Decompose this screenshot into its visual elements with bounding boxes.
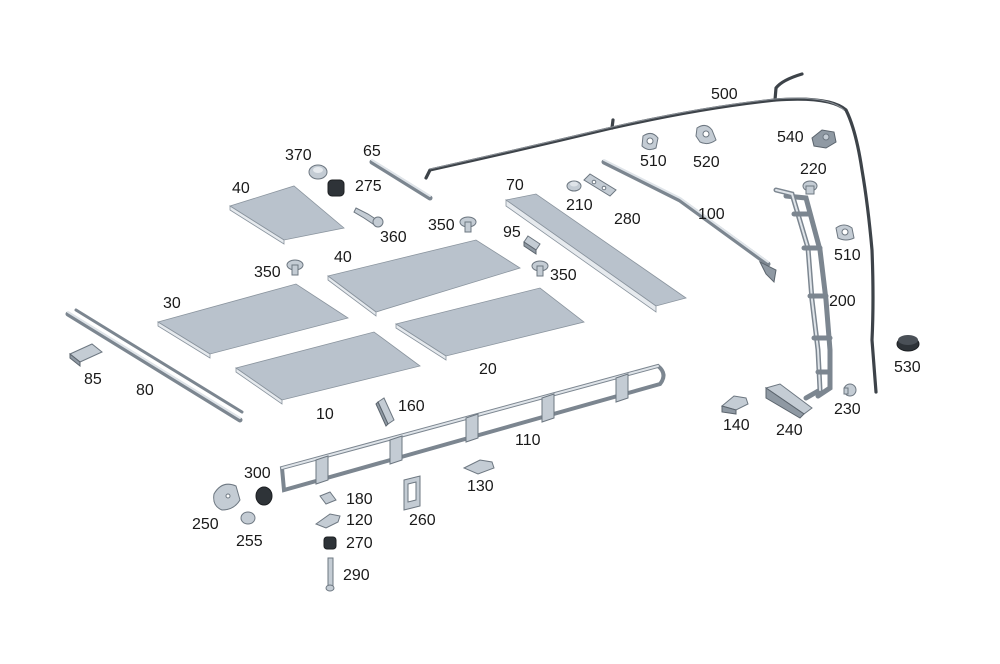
callout-label: 350 [550,267,577,284]
part-40-panel-middle [327,239,521,317]
callout-label: 80 [136,382,154,399]
callout-label: 350 [428,217,455,234]
part-65-bar [369,159,433,201]
part-500-hose [424,72,878,394]
callout-label: 240 [776,422,803,439]
part-120-mount [314,513,341,529]
part-10-panel [235,331,421,405]
callout-label: 530 [894,359,921,376]
callout-label: 500 [711,86,738,103]
part-80-rail [65,308,244,423]
part-360-bolt [353,207,384,228]
callout-label: 260 [409,512,436,529]
callout-label: 255 [236,533,263,550]
callout-label: 540 [777,129,804,146]
part-350-screw-b [286,259,304,276]
callout-label: 510 [834,247,861,264]
part-540-connector [811,129,837,149]
callout-label: 130 [467,478,494,495]
part-290-bolt [325,557,335,592]
callout-label: 220 [800,161,827,178]
callout-label: 360 [380,229,407,246]
part-100-track [601,159,777,284]
part-180-nut [319,491,337,505]
part-110-frame [279,363,666,493]
callout-label: 270 [346,535,373,552]
callout-label: 20 [479,361,497,378]
callout-label: 30 [163,295,181,312]
part-20-panel [395,287,585,361]
callout-label: 120 [346,512,373,529]
callout-label: 85 [84,371,102,388]
callout-label: 180 [346,491,373,508]
part-350-screw-c [531,260,549,277]
callout-label: 290 [343,567,370,584]
part-30-panel [157,283,349,359]
callout-label: 520 [693,154,720,171]
part-530-grommet [896,335,920,352]
callout-label: 350 [254,264,281,281]
part-230-fastener [843,383,857,397]
part-95-bracket [523,235,541,255]
part-270-grommet [323,536,337,550]
part-210-cap [566,180,582,192]
callout-label: 40 [334,249,352,266]
part-220-bolt [802,180,818,195]
part-130-mount [462,459,495,475]
callout-label: 230 [834,401,861,418]
part-140-mount [720,395,749,415]
part-280-plate [583,173,617,197]
part-250-endcap [213,483,241,511]
part-300-grommet [255,486,273,506]
part-240-bracket [764,383,813,419]
callout-label: 10 [316,406,334,423]
part-275-grommet [327,179,345,197]
callout-label: 70 [506,177,524,194]
callout-label: 110 [515,432,541,449]
callout-label: 65 [363,143,381,160]
callout-label: 280 [614,211,641,228]
callout-label: 100 [698,206,725,223]
part-40-panel-upper [229,185,345,245]
callout-label: 250 [192,516,219,533]
part-160-bracket [375,397,395,427]
part-70-panel [505,193,687,313]
callout-label: 210 [566,197,593,214]
callout-label: 95 [503,224,521,241]
callout-label: 40 [232,180,250,197]
part-510-clip-side [835,224,855,241]
part-260-bracket [403,475,421,511]
callout-label: 370 [285,147,312,164]
part-85-bracket [69,343,103,368]
callout-label: 200 [829,293,856,310]
part-255-screw [240,511,256,525]
part-510-clip-top [641,132,659,151]
callout-label: 160 [398,398,425,415]
part-370-cap [308,164,328,180]
callout-label: 510 [640,153,667,170]
callout-label: 275 [355,178,382,195]
callout-label: 300 [244,465,271,482]
part-520-clip [695,124,717,145]
callout-label: 140 [723,417,750,434]
callout-labels: 500 540 520 510 220 510 200 530 230 240 … [84,86,921,584]
part-350-screw-a [459,216,477,233]
part-200-ladder [773,187,833,401]
